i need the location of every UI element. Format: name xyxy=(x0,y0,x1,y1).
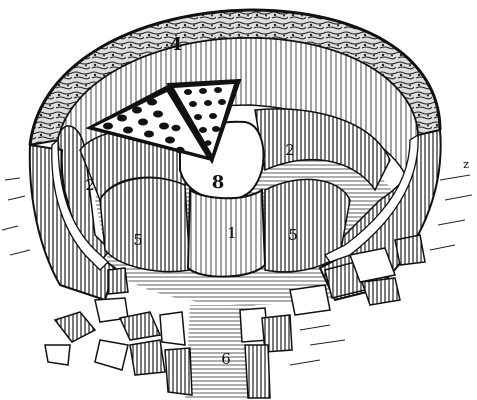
perforated-plate-right xyxy=(166,78,242,165)
label-channel-right: 2 xyxy=(285,141,295,159)
label-outer-wall: 4 xyxy=(170,34,183,55)
rubble-right xyxy=(239,234,426,399)
label-chamber-left: 5 xyxy=(133,231,143,249)
central-pillar xyxy=(186,188,267,278)
label-chamber-right: 5 xyxy=(288,226,298,244)
label-entrance: 6 xyxy=(221,350,231,368)
ground-texture xyxy=(1,174,473,366)
rubble-left xyxy=(44,267,193,396)
right-channel xyxy=(254,108,391,192)
outer-rim xyxy=(28,8,442,146)
front-rim-right xyxy=(324,133,419,263)
label-edge-mark: z xyxy=(463,158,469,171)
label-ledge: 8 xyxy=(212,172,225,193)
right-chamber-opening xyxy=(264,178,351,273)
front-rim-left xyxy=(51,138,109,271)
label-central-pillar: 1 xyxy=(227,224,237,242)
left-chamber-opening xyxy=(99,177,191,273)
label-channel-left: 2 xyxy=(85,176,95,194)
